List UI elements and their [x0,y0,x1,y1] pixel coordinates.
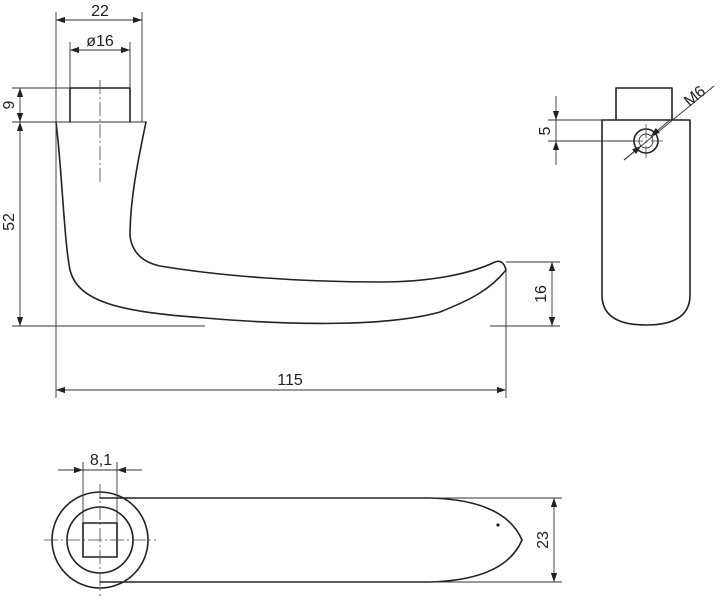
front-dimensions: 22 ø16 9 52 16 115 [1,3,560,398]
front-view [55,80,507,325]
leader-m6-arrow-out [650,119,671,137]
dim-lever-width: 23 [535,531,552,549]
dim-square-size: 8,1 [90,452,112,469]
dim-total-height: 52 [1,213,18,231]
top-lever-outline [99,497,523,583]
dim-side-pin-offset: 5 [537,126,554,135]
side-rose [615,87,673,121]
dim-total-length: 115 [277,372,303,389]
top-view [44,484,523,596]
side-view [601,87,691,326]
dim-rose-height: 9 [1,100,18,109]
dim-shaft-diameter: ø16 [86,33,114,50]
top-dimensions: 8,1 23 [58,452,562,583]
dim-width-top: 22 [91,3,109,20]
side-body-outline [601,119,691,326]
dim-side-thread: M6 [681,83,709,110]
dim-lever-tip-height: 16 [533,285,550,303]
front-lever-outline [55,121,507,325]
side-dimensions: 5 M6 [537,83,715,165]
leader-m6-arrow-in [623,145,642,161]
top-tip-mark [496,523,500,527]
